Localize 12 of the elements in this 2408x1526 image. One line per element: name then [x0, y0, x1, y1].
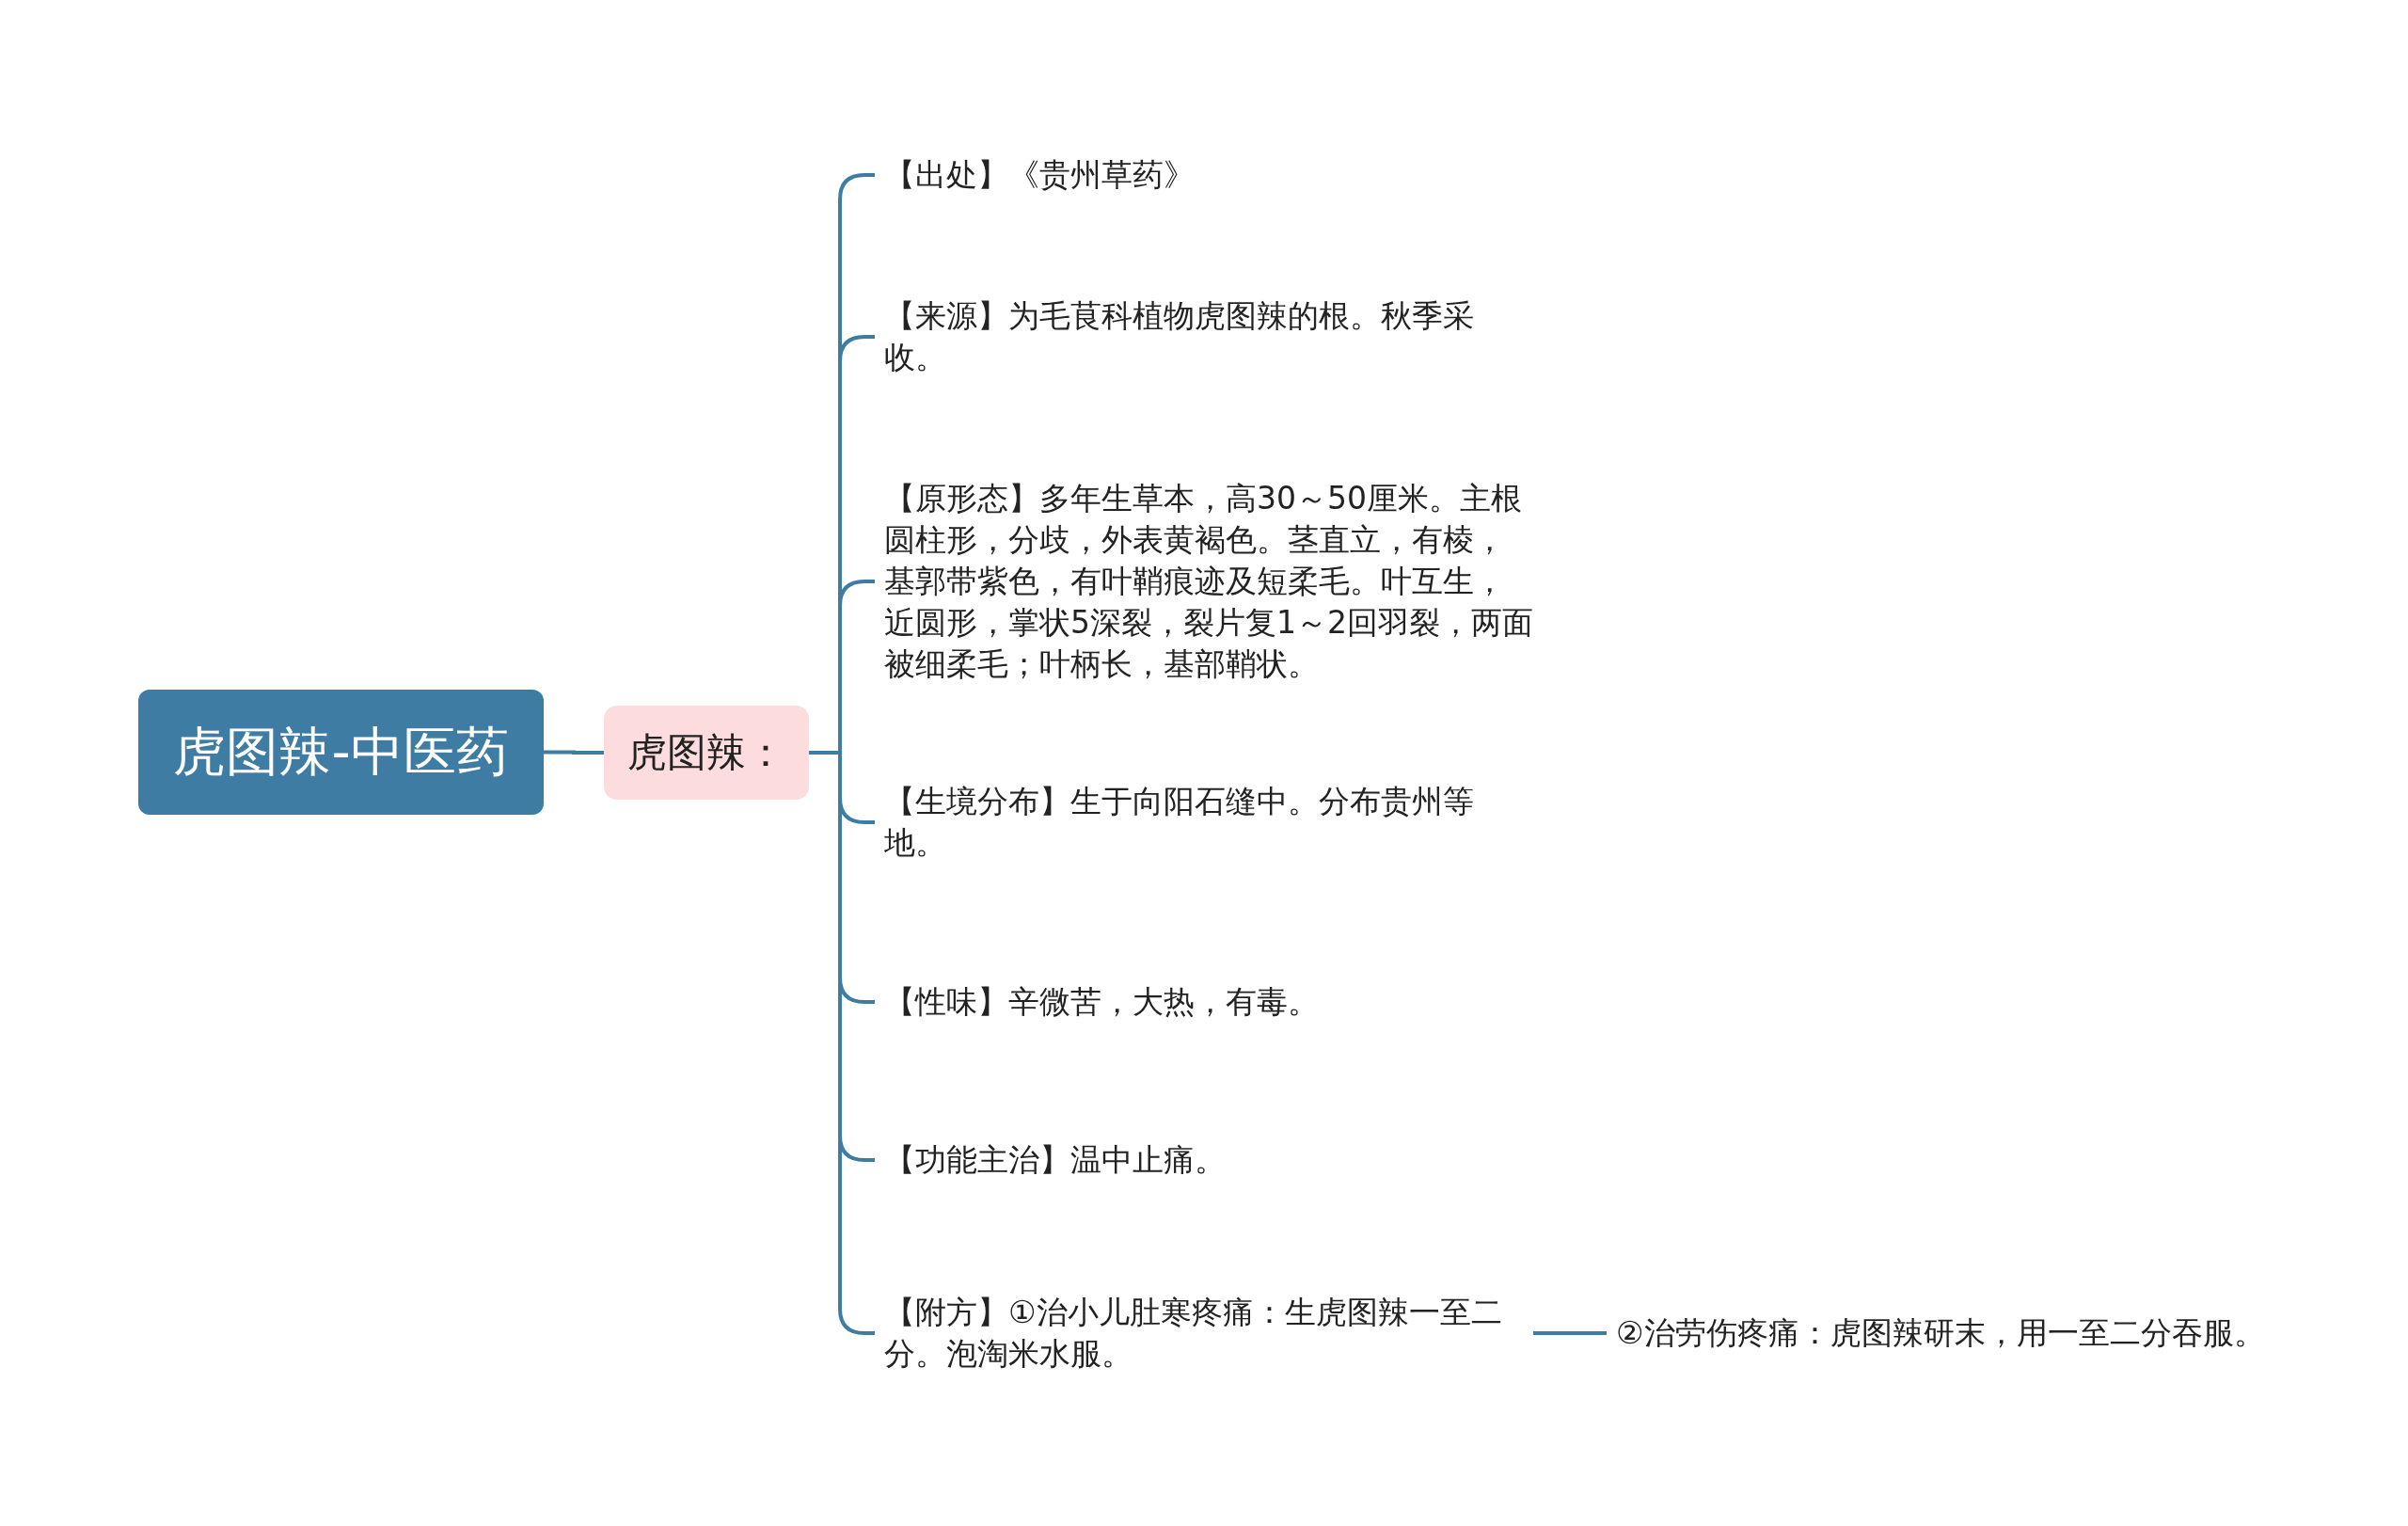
- central-topic-box: 虎图辣-中医药: [138, 690, 544, 815]
- connector-line: [1533, 1331, 1607, 1335]
- topic-text: 【功能主治】温中止痛。: [875, 1139, 1533, 1181]
- topic-box: 虎图辣：: [604, 706, 809, 800]
- topic-text: 【附方】①治小儿肚寒疼痛：生虎图辣一至二分。泡淘米水服。: [875, 1292, 1533, 1375]
- topic-text: 【出处】《贵州草药》: [875, 154, 1533, 196]
- connector-line: [544, 750, 604, 755]
- topic-text: 【生境分布】生于向阳石缝中。分布贵州等地。: [875, 781, 1533, 864]
- topic-text: 【性味】辛微苦，大热，有毒。: [875, 981, 1533, 1023]
- topic-text: 【原形态】多年生草本，高30～50厘米。主根圆柱形，分歧，外表黄褐色。茎直立，有棱，基郭带紫色，有叶鞘痕迹及短柔毛。叶互生，近圆形，掌状5深裂，裂片复1～2回羽裂，两面被细柔毛；叶柄长，基部鞘状。: [875, 478, 1533, 685]
- topic-text: ②治劳伤疼痛：虎图辣研末，用一至二分吞服。: [1607, 1312, 2284, 1354]
- topic-text: 【来源】为毛茛科植物虎图辣的根。秋季采收。: [875, 295, 1533, 378]
